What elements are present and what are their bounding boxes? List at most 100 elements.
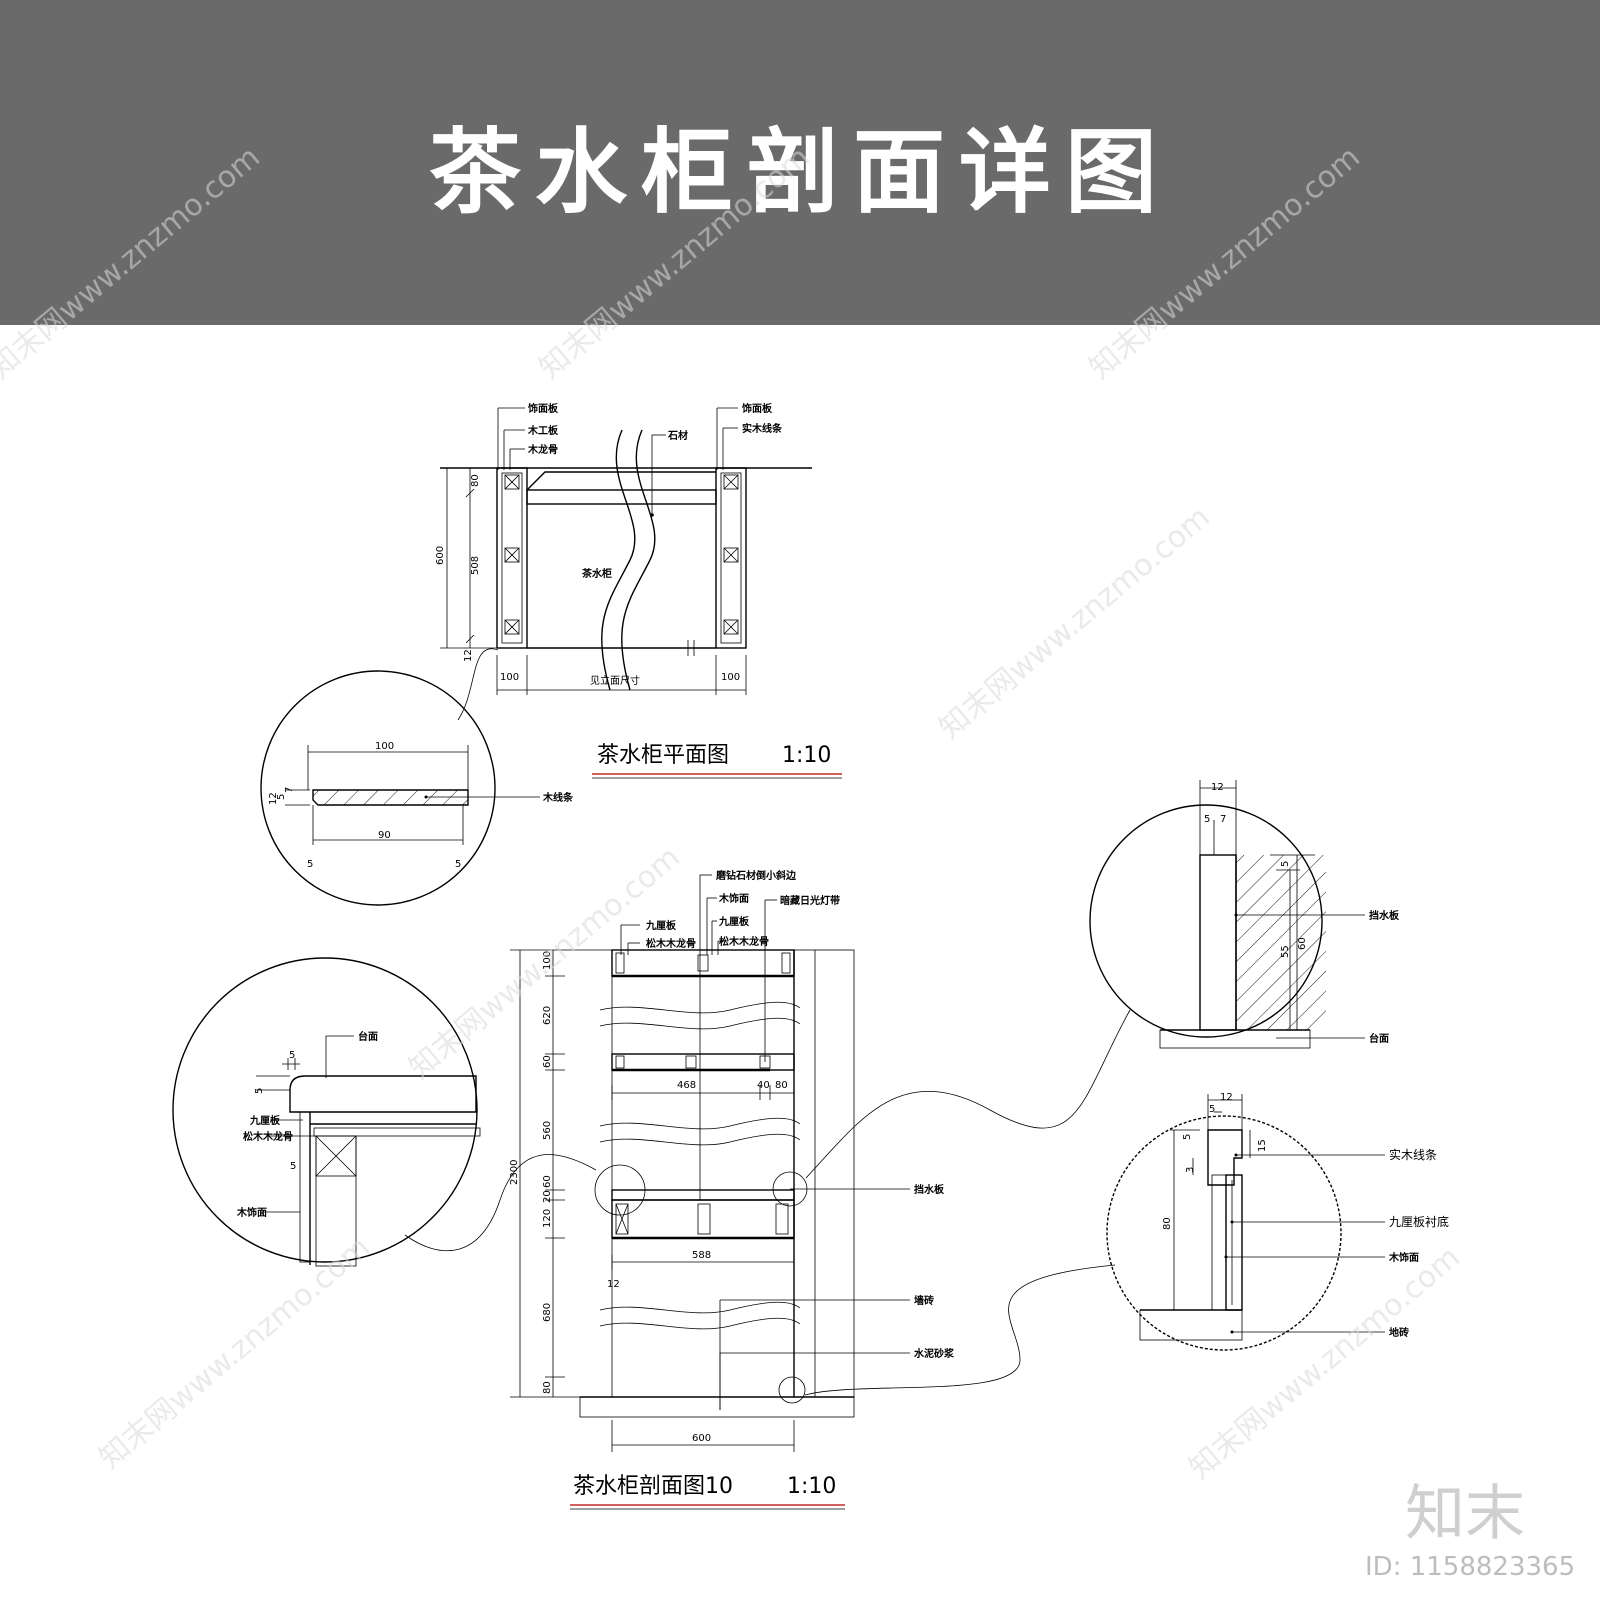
splash-detail-dim-5b: 5 <box>1280 861 1291 867</box>
section-dim-680: 680 <box>542 1303 553 1322</box>
counter-detail-dim-5a: 5 <box>289 1050 295 1061</box>
watermark-text: 知末网www.znzmo.com <box>1083 140 1367 386</box>
section-dim-120: 120 <box>542 1209 553 1228</box>
watermark-text: 知末网www.znzmo.com <box>403 840 687 1086</box>
connector-skirting-detail <box>804 1264 1116 1396</box>
plan-detail-circle: 100 90 5 5 12 5 7 木线条 <box>260 670 574 906</box>
section-title: 茶水柜剖面图10 <box>573 1474 733 1499</box>
splash-detail-dim-12: 12 <box>1211 782 1224 793</box>
plan-detail-dim-5-right: 5 <box>455 859 461 870</box>
section-label-veneer: 木饰面 <box>718 892 749 905</box>
plan-detail-dim-100: 100 <box>375 741 394 752</box>
watermark-text: 知末网www.znzmo.com <box>933 500 1217 746</box>
section-label-keel-1: 松木木龙骨 <box>646 937 696 950</box>
section-label-ply-1: 九厘板 <box>645 919 677 932</box>
plan-scale: 1:10 <box>782 743 831 768</box>
image-id: ID: 1158823365 <box>1365 1552 1576 1582</box>
splash-detail-dim-7: 7 <box>1220 814 1226 825</box>
section-dim-80: 80 <box>542 1381 553 1394</box>
skirting-detail-dim-3: 3 <box>1185 1167 1196 1173</box>
section-label-keel-2: 松木木龙骨 <box>719 935 769 948</box>
section-label-stone-edge: 磨钻石材倒小斜边 <box>715 869 797 882</box>
watermark-text: 知末网www.znzmo.com <box>0 140 267 386</box>
plan-label-keel: 木龙骨 <box>527 443 558 456</box>
splash-detail-label-splash: 挡水板 <box>1369 909 1400 922</box>
counter-detail-label-ply: 九厘板 <box>249 1114 281 1127</box>
section-label-splash: 挡水板 <box>914 1183 945 1196</box>
section-dim-80h: 80 <box>775 1080 788 1091</box>
skirting-detail-dim-5: 5 <box>1209 1104 1215 1115</box>
section-dim-12: 12 <box>607 1279 620 1290</box>
skirting-detail-label-tile: 地砖 <box>1389 1326 1409 1339</box>
plan-detail-label-strip: 木线条 <box>542 791 574 804</box>
plan-detail-dim-5: 5 <box>276 794 287 800</box>
section-view: 九厘板 松木木龙骨 木饰面 九厘板 松木木龙骨 磨钻石材倒小斜边 暗藏日光灯带 … <box>509 869 955 1510</box>
section-dim-100: 100 <box>542 951 553 970</box>
skirting-detail-dim-15: 15 <box>1257 1139 1268 1152</box>
section-dim-60: 60 <box>542 1055 553 1068</box>
plan-detail-dim-7: 7 <box>284 787 295 793</box>
counter-detail-label-veneer: 木饰面 <box>236 1206 267 1219</box>
splash-detail-dim-60: 60 <box>1297 937 1308 950</box>
plan-label-strip: 实木线条 <box>742 422 783 435</box>
section-dim-600: 600 <box>692 1433 711 1444</box>
plan-detail-dim-12: 12 <box>268 792 279 805</box>
section-dim-468: 468 <box>677 1080 696 1091</box>
section-dim-60b: 60 <box>542 1175 553 1188</box>
plan-label-veneer: 饰面板 <box>528 402 559 415</box>
connector-counter-detail <box>404 1154 597 1252</box>
counter-detail-label-top: 台面 <box>358 1030 378 1043</box>
plan-dim-80: 80 <box>470 474 481 487</box>
section-dim-620: 620 <box>542 1006 553 1025</box>
watermark-text: 知末网www.znzmo.com <box>93 1230 377 1476</box>
splash-detail-dim-5: 5 <box>1204 814 1210 825</box>
plan-dim-100-right: 100 <box>721 672 740 683</box>
section-dim-40: 40 <box>757 1080 770 1091</box>
section-label-ply-2: 九厘板 <box>718 915 750 928</box>
plan-label-blockboard: 木工板 <box>527 424 559 437</box>
section-label-tile: 墙砖 <box>914 1294 934 1307</box>
plan-label-cabinet: 茶水柜 <box>581 567 612 580</box>
plan-detail-dim-5-left: 5 <box>307 859 313 870</box>
counter-detail-circle: 台面 九厘板 松木木龙骨 木饰面 5 5 5 <box>172 957 481 1267</box>
skirting-detail-dim-80: 80 <box>1162 1217 1173 1230</box>
plan-dim-508: 508 <box>470 556 481 575</box>
plan-view: 饰面板 木工板 木龙骨 饰面板 实木线条 石材 茶水柜 600 508 80 1… <box>435 402 842 779</box>
watermark-text: 知末网www.znzmo.com <box>533 140 817 386</box>
plan-dim-600: 600 <box>435 546 446 565</box>
skirting-detail-label-ply: 九厘板衬底 <box>1389 1214 1449 1229</box>
section-dim-588: 588 <box>692 1250 711 1261</box>
connector-splash-detail <box>805 1009 1131 1179</box>
section-dim-560: 560 <box>542 1121 553 1140</box>
counter-detail-label-keel: 松木木龙骨 <box>243 1130 293 1143</box>
splash-detail-label-top: 台面 <box>1369 1032 1389 1045</box>
plan-detail-dim-90: 90 <box>378 830 391 841</box>
skirting-detail-label-veneer: 木饰面 <box>1388 1251 1419 1264</box>
plan-label-stone: 石材 <box>667 429 688 442</box>
splash-detail-circle: 12 5 7 5 55 60 挡水板 台面 <box>1089 780 1400 1049</box>
header-banner: 茶水柜剖面详图 <box>0 0 1600 325</box>
section-scale: 1:10 <box>787 1474 836 1499</box>
counter-detail-dim-5c: 5 <box>290 1161 296 1172</box>
section-label-light: 暗藏日光灯带 <box>780 894 840 907</box>
skirting-detail-dim-12: 12 <box>1220 1092 1233 1103</box>
plan-dim-see-elevation: 见立面尺寸 <box>590 674 640 687</box>
section-dim-20: 20 <box>542 1190 553 1203</box>
section-dim-2300: 2300 <box>509 1160 520 1185</box>
splash-detail-dim-55: 55 <box>1280 945 1291 958</box>
plan-detail-connector <box>457 648 499 721</box>
page-title: 茶水柜剖面详图 <box>428 119 1171 226</box>
section-label-mortar: 水泥砂浆 <box>913 1347 955 1360</box>
skirting-detail-dim-5b: 5 <box>1182 1134 1193 1140</box>
skirting-detail-label-strip: 实木线条 <box>1389 1147 1437 1162</box>
brand-logo: 知末 <box>1405 1479 1525 1549</box>
plan-title: 茶水柜平面图 <box>597 743 729 768</box>
plan-label-veneer-right: 饰面板 <box>742 402 773 415</box>
skirting-detail-circle: 12 5 5 15 3 80 实木线条 九厘板衬底 木饰面 地砖 <box>1106 1092 1449 1351</box>
counter-detail-dim-5b: 5 <box>254 1088 265 1094</box>
plan-dim-12: 12 <box>463 649 474 662</box>
plan-dim-100-left: 100 <box>500 672 519 683</box>
watermark-text: 知末网www.znzmo.com <box>1183 1240 1467 1486</box>
